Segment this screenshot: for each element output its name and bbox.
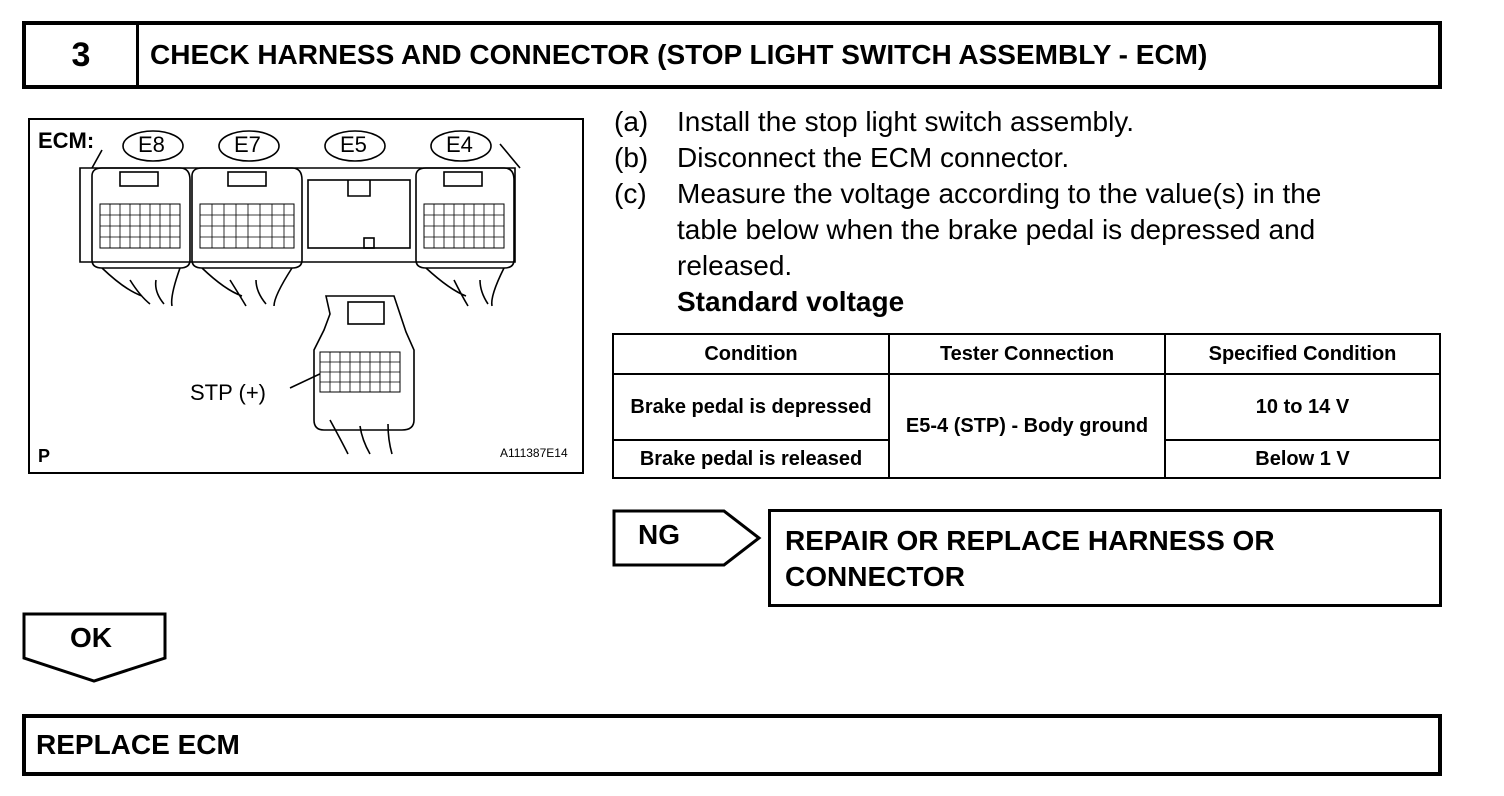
condition-cell: Brake pedal is released	[612, 439, 890, 479]
column-header-tester: Tester Connection	[888, 333, 1166, 375]
connector-label-e7: E7	[234, 132, 261, 157]
step-number: 3	[26, 25, 139, 85]
ng-result-box: REPAIR OR REPLACE HARNESS OR CONNECTOR	[768, 509, 1442, 607]
table-header-row: Condition Tester Connection Specified Co…	[612, 333, 1441, 375]
instruction-text: Disconnect the ECM connector.	[677, 142, 1070, 173]
connector-label-e8: E8	[138, 132, 165, 157]
step-header: 3 CHECK HARNESS AND CONNECTOR (STOP LIGH…	[22, 21, 1442, 89]
stp-pin-label: STP (+)	[190, 380, 267, 405]
instructions: (a) Install the stop light switch assemb…	[614, 104, 1394, 320]
spec-cell: Below 1 V	[1164, 439, 1441, 479]
condition-cell: Brake pedal is depressed	[612, 373, 890, 441]
instruction-text: Install the stop light switch assembly.	[677, 106, 1135, 137]
ng-result-line: CONNECTOR	[785, 561, 965, 592]
ok-arrow-tag: OK	[22, 612, 168, 684]
instruction-step: (a) Install the stop light switch assemb…	[614, 104, 1394, 140]
connector-illustration: ECM: E8 E7 E5 E4 STP (+) P A111387E14	[28, 118, 584, 474]
instruction-text: Measure the voltage according to the val…	[677, 178, 1322, 281]
instruction-step: (b) Disconnect the ECM connector.	[614, 140, 1394, 176]
tester-connection-cell: E5-4 (STP) - Body ground	[888, 373, 1166, 479]
ng-label: NG	[638, 519, 680, 550]
standard-voltage-label: Standard voltage	[677, 286, 905, 317]
ng-result-line: REPAIR OR REPLACE HARNESS OR	[785, 525, 1275, 556]
ecm-label: ECM:	[38, 128, 95, 153]
instruction-label: (b)	[614, 142, 649, 173]
instruction-label: (a)	[614, 106, 649, 137]
figure-id: A111387E14	[500, 446, 568, 460]
ok-arrow-icon	[22, 612, 167, 683]
step-title: CHECK HARNESS AND CONNECTOR (STOP LIGHT …	[150, 39, 1208, 70]
instruction-label: (c)	[614, 178, 647, 209]
column-header-condition: Condition	[612, 333, 890, 375]
specification-table: Condition Tester Connection Specified Co…	[612, 333, 1441, 479]
table-row: Brake pedal is depressed E5-4 (STP) - Bo…	[612, 373, 1441, 479]
column-header-spec: Specified Condition	[1164, 333, 1441, 375]
connector-label-e5: E5	[340, 132, 367, 157]
figure-corner-label: P	[38, 446, 51, 466]
ecm-connector-drawing	[79, 130, 521, 455]
ok-result-box: REPLACE ECM	[22, 714, 1442, 776]
ng-arrow-icon	[612, 509, 762, 567]
ok-label: OK	[70, 622, 112, 653]
table-row: Brake pedal is released Below 1 V	[612, 439, 1441, 479]
spec-cell: 10 to 14 V	[1164, 373, 1441, 441]
ng-arrow-tag: NG	[612, 509, 762, 567]
instruction-step: (c) Measure the voltage according to the…	[614, 176, 1394, 284]
connector-label-e4: E4	[446, 132, 473, 157]
